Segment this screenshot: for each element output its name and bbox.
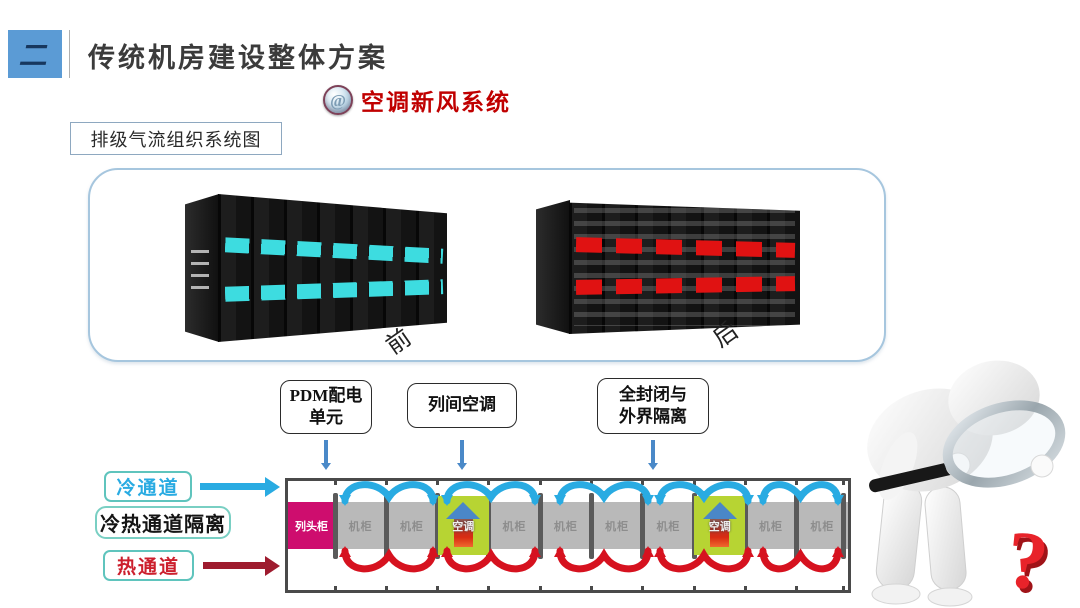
cabinet-unit-ac: 空调 (694, 496, 746, 555)
cabinet-unit-rack: 机柜 (591, 502, 643, 549)
callout-connector (460, 440, 464, 464)
cabinet-unit-rack: 机柜 (796, 502, 848, 549)
frame-tick (641, 586, 645, 593)
rack-front-face (218, 194, 447, 342)
frame-tick (436, 478, 440, 485)
figure-with-magnifier-illustration: ? ? (867, 360, 1066, 608)
frame-tick (538, 478, 542, 485)
cyan-led-band (224, 279, 443, 302)
frame-tick (487, 586, 491, 593)
cabinet-unit-rack: 机柜 (642, 502, 695, 549)
cabinet-unit-rack: 机柜 (488, 502, 541, 549)
cold-aisle-arrow (200, 483, 266, 490)
callout-enclosure: 全封闭与 外界隔离 (597, 378, 709, 434)
frame-tick (333, 478, 337, 485)
frame-tick (743, 478, 747, 485)
section-number-badge: 二 (8, 30, 62, 78)
frame-tick (333, 586, 337, 593)
subtitle-text: 空调新风系统 (361, 90, 511, 115)
frame-tick (841, 478, 845, 485)
section-number: 二 (17, 41, 52, 72)
frame-tick (590, 478, 593, 485)
cabinet-unit-ac: 空调 (437, 496, 489, 555)
cabinet-post (589, 493, 594, 559)
page-title: 传统机房建设整体方案 (88, 43, 388, 73)
cabinet-post (537, 493, 543, 559)
frame-tick (487, 478, 491, 485)
header-divider (69, 30, 70, 78)
airflow-diagram-frame: 列头柜机柜机柜 空调机柜机柜机柜机柜 空调机柜机柜 (285, 478, 851, 593)
vent-slats (573, 208, 796, 326)
cabinet-unit-rack: 机柜 (335, 502, 387, 549)
frame-tick (795, 586, 799, 593)
rack-end-panel (185, 194, 219, 342)
frame-tick (538, 586, 542, 593)
callout-pdm: PDM配电 单元 (280, 380, 372, 434)
cabinet-post (486, 493, 492, 559)
hot-aisle-label: 热通道 (103, 550, 194, 581)
frame-tick (795, 478, 799, 485)
rack-rear-face (569, 202, 800, 334)
cabinet-unit-rack: 机柜 (386, 502, 438, 549)
cabinet-post (742, 493, 748, 559)
frame-tick (384, 586, 388, 593)
aisle-isolation-label: 冷热通道隔离 (95, 506, 231, 539)
callout-connector (651, 440, 655, 464)
cold-aisle-label: 冷通道 (104, 471, 192, 502)
callout-connector (324, 440, 328, 464)
diagram-title-box: 排级气流组织系统图 (70, 122, 282, 155)
cabinet-unit-rack: 机柜 (745, 502, 797, 549)
ac-airflow-up-arrow (446, 502, 481, 547)
cabinet-post (332, 493, 338, 559)
frame-tick (692, 586, 696, 593)
cyan-led-band (224, 237, 443, 264)
svg-text:?: ? (1006, 517, 1056, 608)
cabinet-post (640, 493, 646, 559)
rack-end-panel (536, 200, 570, 334)
cabinet-post (383, 493, 389, 559)
frame-tick (436, 586, 440, 593)
callout-row-ac: 列间空调 (407, 383, 517, 428)
figure-foot (871, 583, 921, 605)
magnifier-handle (869, 460, 963, 493)
figure-hand (1030, 454, 1054, 478)
rack-row-front-image (185, 194, 447, 342)
at-globe-icon: @ (323, 85, 353, 115)
hot-aisle-arrow (203, 562, 266, 569)
frame-tick (641, 478, 645, 485)
frame-tick (692, 478, 696, 485)
frame-tick (841, 586, 845, 593)
figure-leg (924, 486, 967, 591)
frame-tick (743, 586, 747, 593)
ac-airflow-up-arrow (702, 502, 737, 547)
rack-row-rear-image (536, 200, 800, 334)
cabinet-post (840, 493, 846, 559)
cabinet-unit-rack: 机柜 (540, 502, 592, 549)
cabinet-unit-head: 列头柜 (288, 502, 335, 549)
figure-foot (927, 587, 973, 607)
subtitle-row: @ 空调新风系统 (323, 83, 511, 117)
frame-tick (384, 478, 388, 485)
cabinet-post (794, 493, 800, 559)
frame-tick (590, 586, 593, 593)
rack-photos-panel: 前 后 (88, 168, 886, 362)
question-mark: ? (1002, 513, 1052, 608)
